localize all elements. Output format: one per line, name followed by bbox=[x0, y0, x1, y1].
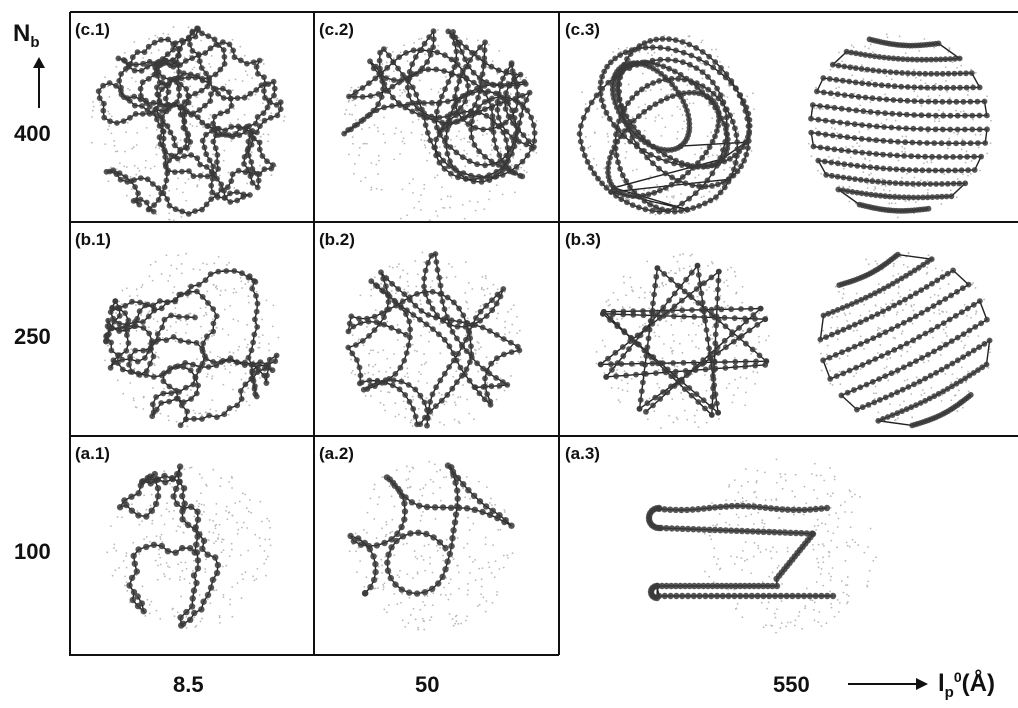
x-axis-unit: (Å) bbox=[962, 670, 995, 697]
sphere-dots bbox=[350, 251, 521, 426]
panel-a1: (a.1) bbox=[70, 436, 314, 655]
y-axis-subscript: b bbox=[30, 34, 39, 51]
panel-label-a1: (a.1) bbox=[75, 444, 110, 464]
sphere-dots bbox=[344, 29, 537, 222]
y-axis-symbol: N bbox=[13, 20, 30, 47]
polymer-chain bbox=[345, 251, 522, 429]
panel-label-a2: (a.2) bbox=[319, 444, 354, 464]
panel-a3: (a.3) bbox=[559, 436, 1018, 655]
polymer-c3-left bbox=[559, 12, 789, 222]
panel-a2: (a.2) bbox=[314, 436, 559, 655]
polymer-b2 bbox=[314, 222, 559, 436]
polymer-chain bbox=[96, 26, 284, 217]
panel-c3: (c.3) bbox=[559, 12, 1018, 222]
polymer-chain bbox=[347, 462, 514, 596]
polymer-chain bbox=[577, 36, 753, 215]
polymer-b1 bbox=[70, 222, 314, 436]
polymer-a3 bbox=[559, 436, 1018, 655]
polymer-chain bbox=[341, 28, 537, 185]
panel-b3: (b.3) bbox=[559, 222, 1018, 436]
x-axis-symbol: l bbox=[938, 670, 945, 697]
x-axis-arrow bbox=[846, 674, 930, 694]
polymer-b3-left bbox=[559, 222, 789, 436]
sphere-dots bbox=[704, 459, 877, 634]
polymer-chain bbox=[818, 252, 993, 429]
polymer-c1 bbox=[70, 12, 314, 222]
polymer-c3-right bbox=[789, 12, 1018, 222]
y-axis-arrow bbox=[30, 56, 48, 110]
polymer-a2 bbox=[314, 436, 559, 655]
panel-grid: (c.1) (c.2) (c.3) (b.1) (b.2) (b.3) bbox=[69, 11, 1018, 656]
x-axis-superscript: 0 bbox=[954, 669, 962, 685]
polymer-chain bbox=[103, 268, 279, 428]
polymer-c2 bbox=[314, 12, 559, 222]
panel-c1: (c.1) bbox=[70, 12, 314, 222]
panel-b2: (b.2) bbox=[314, 222, 559, 436]
row-label-250: 250 bbox=[14, 324, 51, 350]
polymer-chain bbox=[808, 36, 990, 213]
polymer-b3-right bbox=[789, 222, 1018, 436]
column-label-50: 50 bbox=[415, 672, 439, 698]
polymer-a1 bbox=[70, 436, 314, 655]
polymer-chain bbox=[117, 463, 221, 628]
y-axis-title: Nb bbox=[13, 20, 40, 51]
row-label-400: 400 bbox=[14, 121, 51, 147]
panel-b1: (b.1) bbox=[70, 222, 314, 436]
column-label-8-5: 8.5 bbox=[173, 672, 204, 698]
panel-label-b2: (b.2) bbox=[319, 230, 355, 250]
panel-label-a3: (a.3) bbox=[565, 444, 600, 464]
x-axis-title: lp0(Å) bbox=[938, 669, 995, 701]
panel-label-b1: (b.1) bbox=[75, 230, 111, 250]
column-label-550: 550 bbox=[773, 672, 810, 698]
panel-label-c2: (c.2) bbox=[319, 20, 354, 40]
polymer-chain bbox=[598, 263, 769, 418]
row-label-100: 100 bbox=[14, 539, 51, 565]
polymer-chain bbox=[646, 503, 836, 601]
panel-c2: (c.2) bbox=[314, 12, 559, 222]
panel-label-c1: (c.1) bbox=[75, 20, 110, 40]
x-axis-subscript: p bbox=[945, 684, 954, 701]
